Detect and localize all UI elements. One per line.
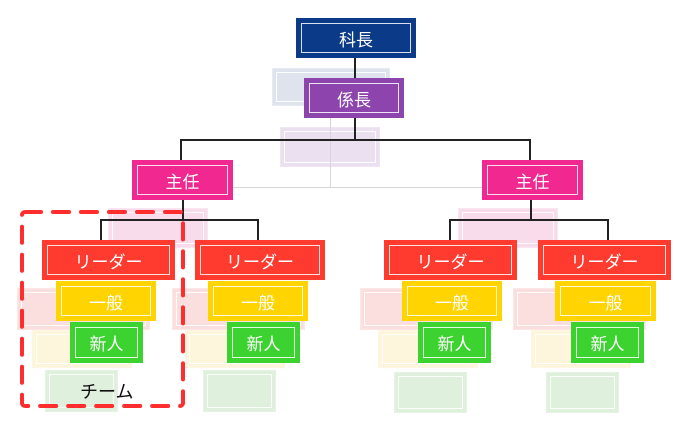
node-newcomer-1: 新人 xyxy=(70,322,143,363)
node-leader-label: リーダー xyxy=(226,252,294,273)
node-newcomer-label: 新人 xyxy=(246,335,281,355)
node-shunin-label: 主任 xyxy=(515,172,550,193)
node-shunin-right: 主任 xyxy=(482,160,583,200)
node-kakaricho-label: 係長 xyxy=(337,90,371,111)
connector-leader-bar-left xyxy=(100,219,259,221)
node-leader-4: リーダー xyxy=(538,240,671,280)
node-newcomer-label: 新人 xyxy=(89,335,124,355)
node-newcomer-label: 新人 xyxy=(590,335,625,355)
team-annotation-label: チーム xyxy=(80,382,134,403)
connector-leader-2 xyxy=(257,219,259,240)
connector-kakaricho-down xyxy=(354,118,356,141)
node-newcomer-3: 新人 xyxy=(418,322,491,363)
node-kakaricho: 係長 xyxy=(304,78,404,118)
node-leader-3: リーダー xyxy=(384,240,517,280)
connector-shunin-left xyxy=(180,139,182,160)
ghost-box-newcomer xyxy=(546,372,619,413)
node-leader-label: リーダー xyxy=(416,252,485,273)
node-leader-label: リーダー xyxy=(74,252,143,273)
connector-kacho-kakaricho xyxy=(354,58,356,78)
ghost-box-newcomer xyxy=(203,370,276,412)
node-general-label: 一般 xyxy=(89,293,123,314)
node-leader-label: リーダー xyxy=(570,252,639,273)
connector-leader-bar-right xyxy=(449,219,609,221)
node-general-label: 一般 xyxy=(435,293,469,314)
connector-leader-3 xyxy=(449,219,451,240)
ghost-box-newcomer xyxy=(394,372,467,413)
node-kacho: 科長 xyxy=(296,18,416,58)
connector-shunin-bar xyxy=(180,139,531,141)
node-general-2: 一般 xyxy=(208,281,308,321)
node-general-label: 一般 xyxy=(241,293,275,314)
node-newcomer-2: 新人 xyxy=(227,322,300,363)
ghost-connector xyxy=(330,106,331,188)
node-shunin-label: 主任 xyxy=(165,172,200,193)
node-kacho-label: 科長 xyxy=(339,30,373,51)
connector-shunin-right-down xyxy=(530,200,532,220)
node-general-label: 一般 xyxy=(588,293,623,314)
node-leader-2: リーダー xyxy=(195,240,325,280)
connector-leader-1 xyxy=(100,219,102,240)
team-dashed-outline xyxy=(20,210,185,408)
node-shunin-left: 主任 xyxy=(132,160,233,200)
node-general-1: 一般 xyxy=(56,281,156,321)
node-newcomer-label: 新人 xyxy=(437,335,472,355)
ghost-connector xyxy=(180,187,530,188)
node-newcomer-4: 新人 xyxy=(571,322,644,363)
connector-shunin-right xyxy=(529,139,531,160)
connector-leader-4 xyxy=(607,219,609,240)
node-general-4: 一般 xyxy=(555,281,656,321)
connector-shunin-left-down xyxy=(182,200,184,220)
node-general-3: 一般 xyxy=(402,281,502,321)
node-leader-1: リーダー xyxy=(42,240,175,280)
